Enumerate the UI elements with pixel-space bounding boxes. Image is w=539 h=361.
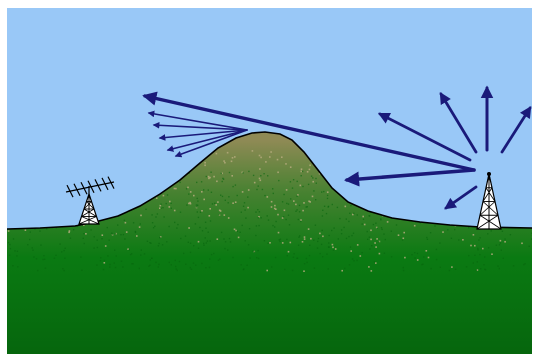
radio-shadow-diagram xyxy=(0,0,539,361)
